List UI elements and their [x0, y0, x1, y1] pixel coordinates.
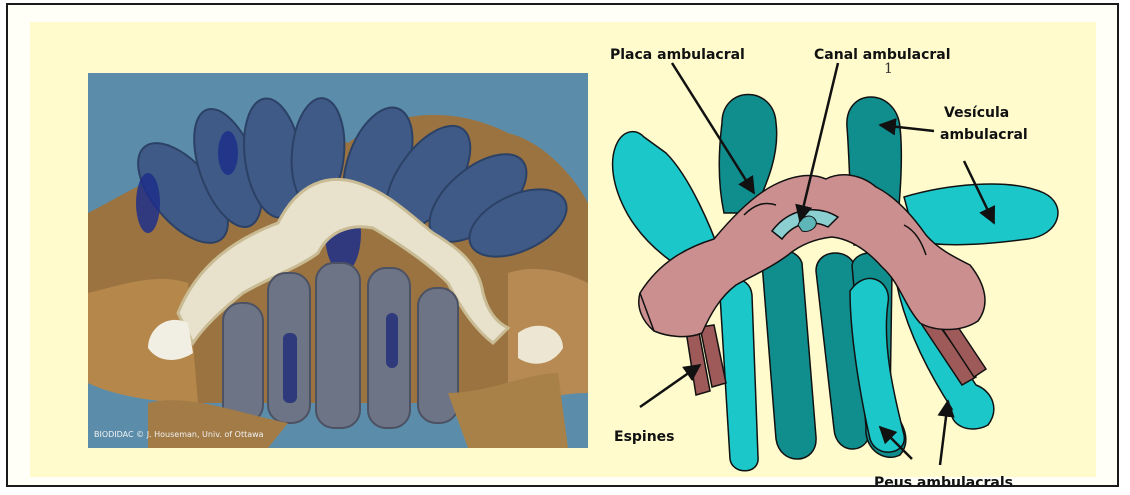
label-espines: Espines — [614, 429, 675, 445]
photo-credit: BIODIDAC © J. Houseman, Univ. of Ottawa — [94, 430, 264, 439]
label-peus-ambulacrals: Peus ambulacrals — [874, 475, 1013, 487]
label-placa-ambulacral: Placa ambulacral — [610, 47, 745, 63]
ambulacral-diagram: Placa ambulacral Canal ambulacral 1 Vesí… — [604, 35, 1119, 487]
starfish-photo: BIODIDAC © J. Houseman, Univ. of Ottawa — [88, 73, 588, 448]
arrow-peus-2 — [940, 401, 948, 465]
stray-mark: 1 — [884, 61, 893, 77]
arrow-espines — [640, 365, 700, 407]
figure-frame: BIODIDAC © J. Houseman, Univ. of Ottawa — [6, 3, 1119, 487]
tube-foot-dark-lower-left — [762, 250, 816, 460]
label-vesicula: Vesícula — [944, 105, 1009, 121]
label-canal-ambulacral: Canal ambulacral — [814, 47, 951, 63]
label-ambulacral: ambulacral — [940, 127, 1028, 143]
tube-foot-light-left — [720, 279, 758, 471]
